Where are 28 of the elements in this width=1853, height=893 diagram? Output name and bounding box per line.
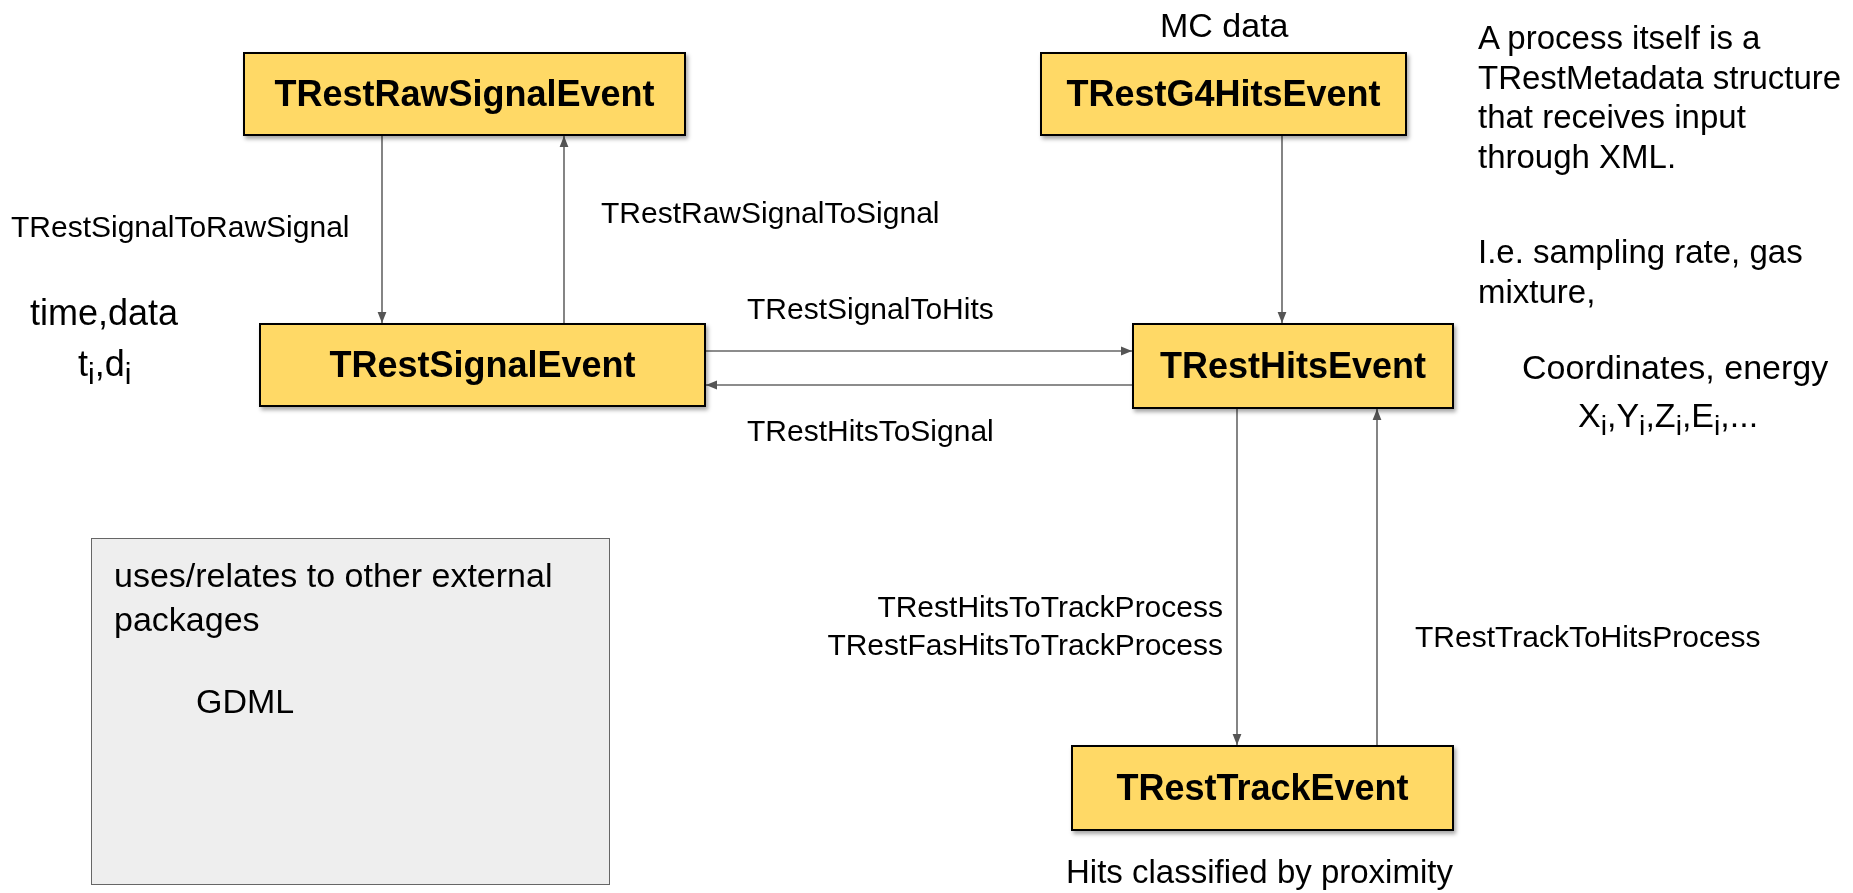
package-name: GDML [196,681,296,723]
note-text: I.e. sampling rate, gas mixture, [1478,232,1804,312]
class-box [1071,745,1454,831]
arrow [1372,408,1382,746]
note-panel [91,538,610,885]
class-box [243,52,686,136]
arrow [1277,135,1287,324]
class-name: TRestSignalEvent [329,344,636,386]
note-text: A process itself is a TRestMetadata structure that receives input through XML. [1478,18,1843,177]
arrow [1232,408,1242,746]
class-name: TRestRawSignalEvent [274,73,655,115]
node-annotation: MC data [1160,6,1289,45]
class-box [259,323,706,407]
node-annotation: t$_{i}$,d$_{i}$ [78,343,132,392]
node-annotation: Coordinates, energy [1522,348,1829,387]
class-box [1040,52,1407,136]
class-name: TRestHitsEvent [1159,345,1427,387]
arrow [559,135,569,324]
arrow [705,346,1133,356]
node-annotation: time,data [30,292,179,334]
arrow [377,135,387,324]
node-annotation: X$_{i}$,Y$_{i}$,Z$_{i}$,E$_{i}$,... [1578,396,1759,442]
class-box [1132,323,1454,409]
note-text: uses/relates to other external packages [114,555,554,641]
class-name: TRestTrackEvent [1116,767,1409,809]
arrow [705,380,1133,390]
class-name: TRestG4HitsEvent [1066,73,1381,115]
note-text: Hits classified by proximity [1066,852,1454,892]
